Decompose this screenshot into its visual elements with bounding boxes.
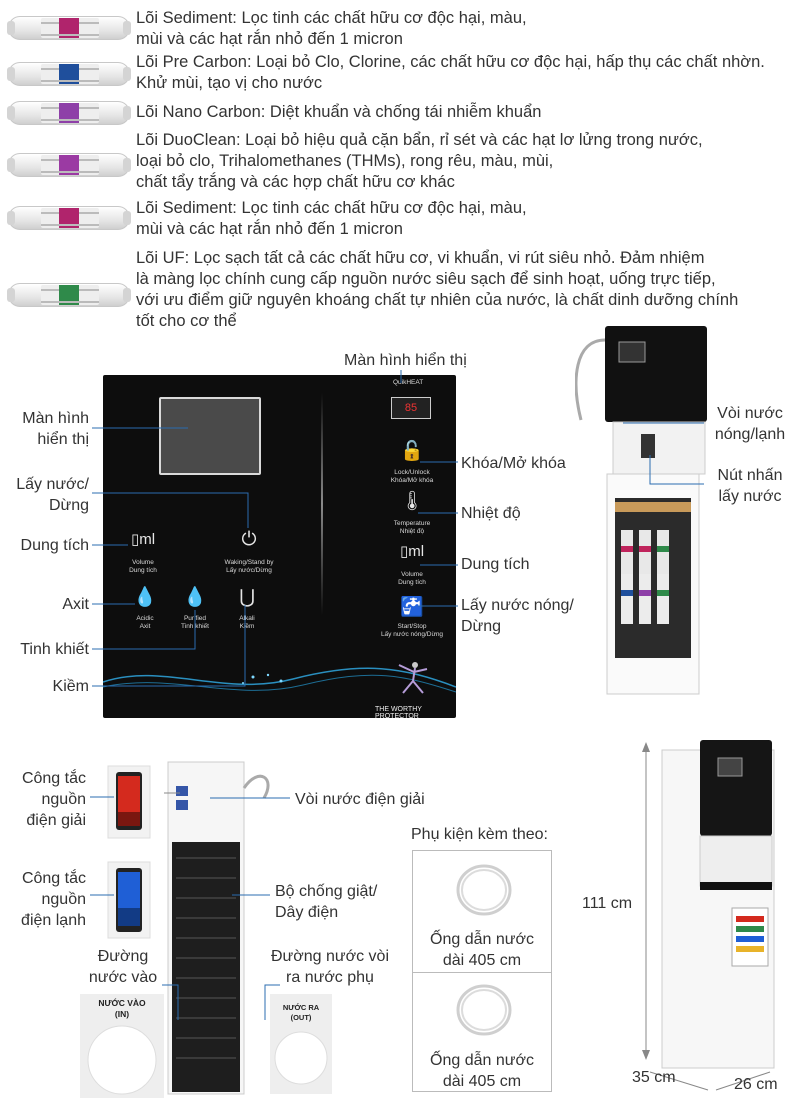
filter-description: Lõi Nano Carbon: Diệt khuẩn và chống tái… [136, 103, 542, 121]
temperature-label: Temperature Nhiệt độ [393, 520, 431, 535]
dimension-width: 26 cm [734, 1076, 778, 1093]
water-in-connector [80, 994, 164, 1098]
callout-switch-cold: Công tắc nguồn điện lạnh [21, 870, 86, 929]
control-panel: QuikHEAT 85 🔓 Lock/Unlock Khóa/Mở khóa 🌡… [103, 375, 456, 718]
machine-dimension-view [642, 740, 775, 1091]
callout-lock: Khóa/Mở khóa [461, 455, 566, 472]
alkali-label: Alkali Kiềm [239, 615, 255, 630]
callout-water-in: Đường nước vào [88, 948, 158, 986]
callout-hot-water: Lấy nước nóng/ Dừng [461, 597, 574, 635]
lock-icon[interactable]: 🔓 [400, 441, 424, 462]
dimension-depth: 35 cm [632, 1069, 676, 1086]
panel-brand: QuikHEAT [393, 379, 424, 386]
power-switches [107, 765, 151, 939]
tube-coil-icon [456, 984, 512, 1036]
callout-faucet-hotcold: Vòi nước nóng/lạnh [714, 405, 786, 443]
alkali-cup-icon[interactable]: ⋃ [239, 587, 255, 608]
startstop-label: Start/Stop Lấy nước nóng/Dừng [380, 623, 444, 638]
logo-figure-icon [398, 662, 428, 694]
dimension-height: 111 cm [582, 895, 633, 912]
callout-volume-left: Dung tích [20, 537, 89, 554]
hot-water-tap-icon[interactable]: 🚰 [400, 597, 424, 618]
in-connector-label: NƯỚC VÀO (IN) [98, 998, 146, 1019]
filter-cartridge-icon [7, 101, 131, 125]
volume-cup-icon[interactable]: ▯ml [399, 543, 425, 560]
filter-description: Lõi Sediment: Lọc tinh các chất hữu cơ đ… [136, 9, 527, 48]
waking-label: Waking/Stand by Lấy nước/Dừng [224, 559, 274, 574]
callout-faucet-elec: Vòi nước điện giải [295, 791, 425, 808]
slogan: THE WORTHY PROTECTOR [375, 706, 422, 718]
panel-divider [321, 393, 323, 615]
callout-alkaline: Kiềm [52, 678, 89, 695]
machine-open-view [575, 326, 707, 695]
power-icon[interactable]: ⏻ [241, 529, 257, 550]
filter-description: Lõi UF: Lọc sạch tất cả các chất hữu cơ,… [136, 249, 739, 330]
volume-left-label: Volume Dung tích [129, 559, 157, 574]
volume-cup-icon[interactable]: ▯ml [130, 531, 156, 548]
callout-water-out-aux: Đường nước vòi ra nước phụ [271, 948, 389, 986]
volume-right-label: Volume Dung tích [398, 571, 426, 586]
filter-description: Lõi DuoClean: Loại bỏ hiệu quả cặn bẩn, … [136, 131, 703, 191]
callout-button-get: Nút nhấn lấy nước [717, 467, 783, 505]
tube-coil-icon [456, 864, 512, 916]
purified-drop-icon[interactable]: 💧 [183, 587, 207, 608]
filter-cartridge-icon [7, 62, 131, 86]
accessories-title: Phụ kiện kèm theo: [411, 826, 548, 843]
filter-description: Lõi Sediment: Lọc tinh các chất hữu cơ đ… [136, 199, 527, 238]
callout-get-water: Lấy nước/ Dừng [16, 476, 89, 514]
callout-display-top: Màn hình hiển thị [344, 352, 467, 369]
lock-label: Lock/Unlock Khóa/Mở khóa [390, 469, 434, 484]
acid-drop-icon[interactable]: 💧 [133, 587, 157, 608]
callout-shock-guard: Bộ chống giật/ Dây điện [275, 883, 378, 921]
callout-temp: Nhiệt độ [461, 505, 521, 522]
thermometer-icon[interactable]: 🌡 [399, 491, 425, 512]
out-connector-label: NƯỚC RA (OUT) [282, 1003, 320, 1022]
filter-cartridge-icon [7, 206, 131, 230]
callout-pure: Tinh khiết [20, 641, 89, 658]
display-screen [159, 397, 261, 475]
accessories-box [412, 850, 552, 1092]
switch-electrolysis[interactable] [104, 762, 154, 942]
water-out-connector [270, 994, 332, 1094]
callout-display-left: Màn hình hiển thị [22, 410, 89, 448]
callout-switch-elec: Công tắc nguồn điện giải [21, 770, 86, 829]
led-readout: 85 [391, 397, 431, 419]
filter-cartridge-icon [7, 153, 131, 177]
tube-2-label: Ống dẫn nước dài 405 cm [430, 1052, 534, 1090]
callout-acid: Axit [62, 596, 89, 613]
tube-1-label: Ống dẫn nước dài 405 cm [430, 931, 534, 969]
filter-description: Lõi Pre Carbon: Loại bỏ Clo, Clorine, cá… [136, 53, 765, 92]
callout-volume-right: Dung tích [461, 556, 530, 573]
filter-cartridge-icon [7, 16, 131, 40]
machine-back-view [167, 761, 270, 1095]
filter-cartridge-icon [7, 283, 131, 307]
